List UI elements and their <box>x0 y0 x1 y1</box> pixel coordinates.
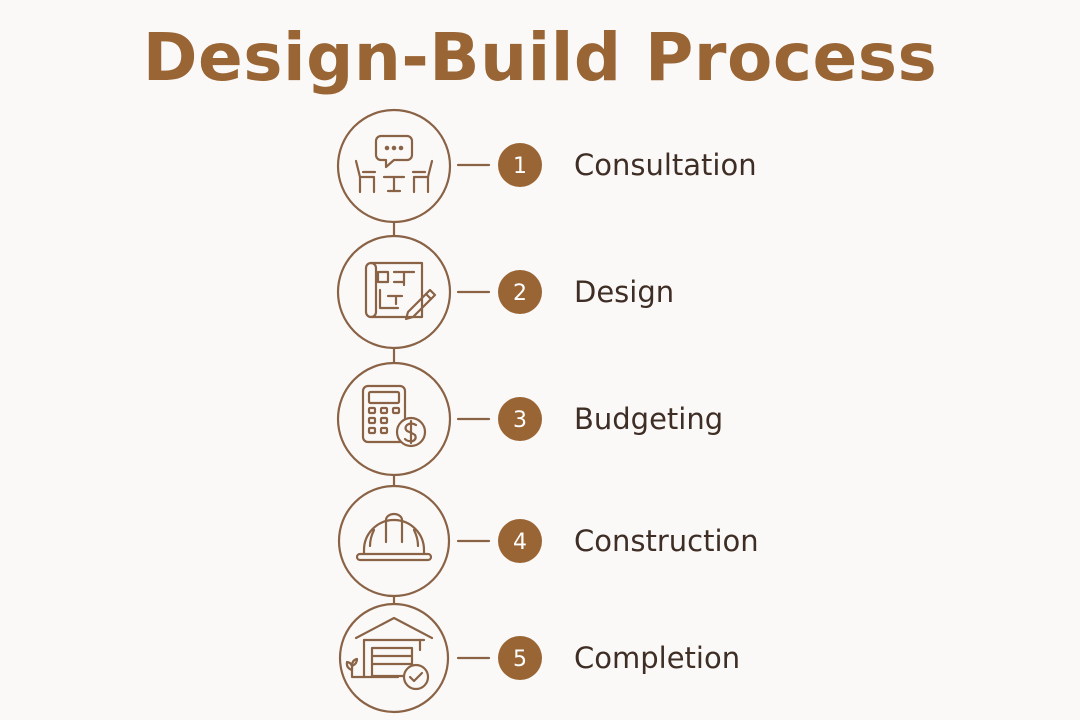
hard-hat-icon <box>355 512 433 562</box>
blueprint-pencil-icon <box>364 261 437 321</box>
step-number-4: 4 <box>513 530 527 555</box>
step-circle-4 <box>337 484 451 598</box>
step-number-badge-1 <box>498 143 542 187</box>
step-number-1: 1 <box>513 154 527 179</box>
step-label-completion: Completion <box>574 641 741 675</box>
step-number-2: 2 <box>513 281 527 306</box>
page-title: Design-Build Process <box>142 19 938 96</box>
step-label-consultation: Consultation <box>574 148 757 182</box>
step-circle-5 <box>338 602 450 714</box>
step-number-badge-3 <box>498 397 542 441</box>
step-number-5: 5 <box>513 647 527 672</box>
step-number-badge-5 <box>498 636 542 680</box>
step-label-budgeting: Budgeting <box>574 402 724 436</box>
step-badges: 1 2 3 4 5 <box>498 143 542 680</box>
step-label-construction: Construction <box>574 524 759 558</box>
step-number-badge-2 <box>498 270 542 314</box>
consultation-chairs-speech-bubble-icon <box>354 134 434 194</box>
step-circle-1 <box>336 108 452 224</box>
house-checkmark-icon <box>345 616 434 691</box>
step-circle-2 <box>336 234 452 350</box>
step-number-3: 3 <box>513 408 527 433</box>
step-circle-3 <box>336 361 452 477</box>
step-number-badge-4 <box>498 519 542 563</box>
calculator-dollar-icon <box>361 384 427 448</box>
step-label-design: Design <box>574 275 675 309</box>
